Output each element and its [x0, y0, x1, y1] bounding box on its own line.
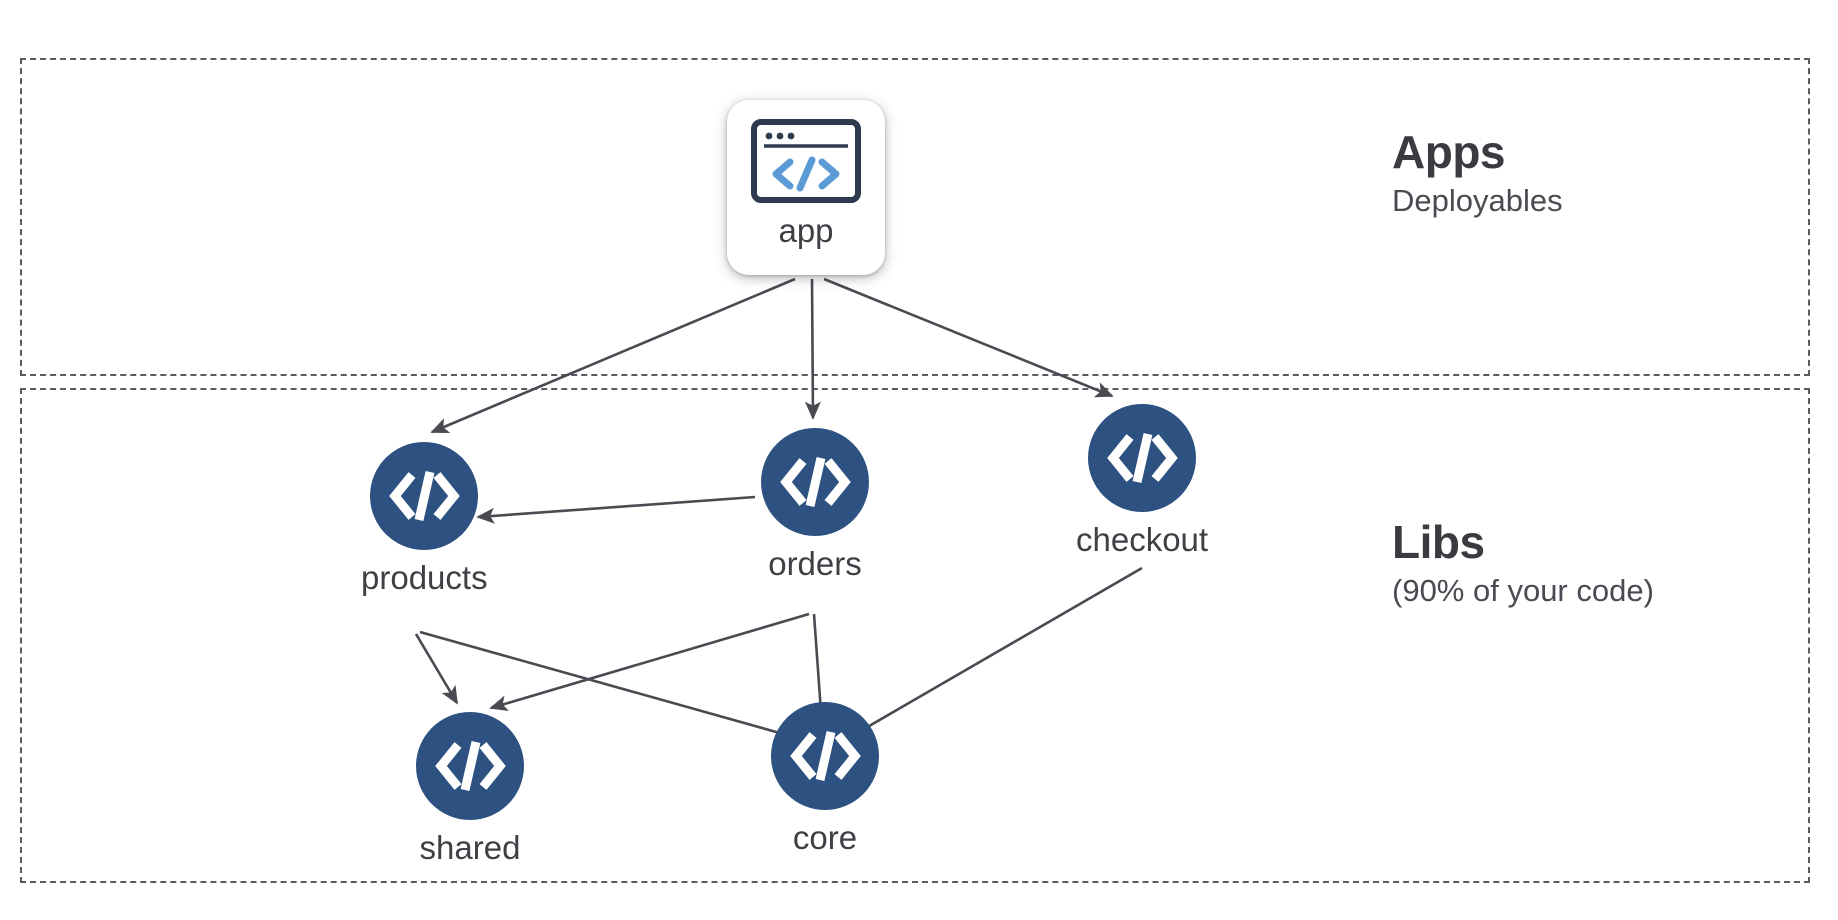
- zone-libs-title: Libs: [1392, 516, 1485, 568]
- code-icon: [761, 428, 869, 536]
- node-core-label: core: [792, 819, 858, 856]
- node-checkout-label: checkout: [1076, 521, 1209, 558]
- zone-apps-title: Apps: [1392, 126, 1505, 178]
- code-icon: [416, 712, 524, 820]
- node-app[interactable]: app: [727, 100, 885, 275]
- node-products[interactable]: products: [361, 442, 488, 594]
- zone-libs: [20, 388, 1810, 883]
- code-icon: [771, 702, 879, 810]
- zone-libs-subtitle: (90% of your code): [1392, 573, 1654, 609]
- zone-apps-subtitle: Deployables: [1392, 183, 1563, 219]
- node-app-label: app: [778, 212, 834, 249]
- node-orders[interactable]: orders: [761, 428, 869, 580]
- browser-code-icon: [750, 118, 862, 204]
- node-orders-label: orders: [768, 545, 862, 582]
- node-checkout[interactable]: checkout: [1076, 404, 1208, 556]
- node-core[interactable]: core: [771, 702, 879, 854]
- node-shared-label: shared: [419, 829, 521, 866]
- node-products-label: products: [361, 559, 488, 596]
- code-icon: [370, 442, 479, 550]
- node-shared[interactable]: shared: [416, 712, 524, 864]
- code-icon: [1088, 404, 1197, 512]
- zone-apps-caption: Apps Deployables: [1392, 128, 1563, 222]
- zone-libs-caption: Libs (90% of your code): [1392, 518, 1654, 612]
